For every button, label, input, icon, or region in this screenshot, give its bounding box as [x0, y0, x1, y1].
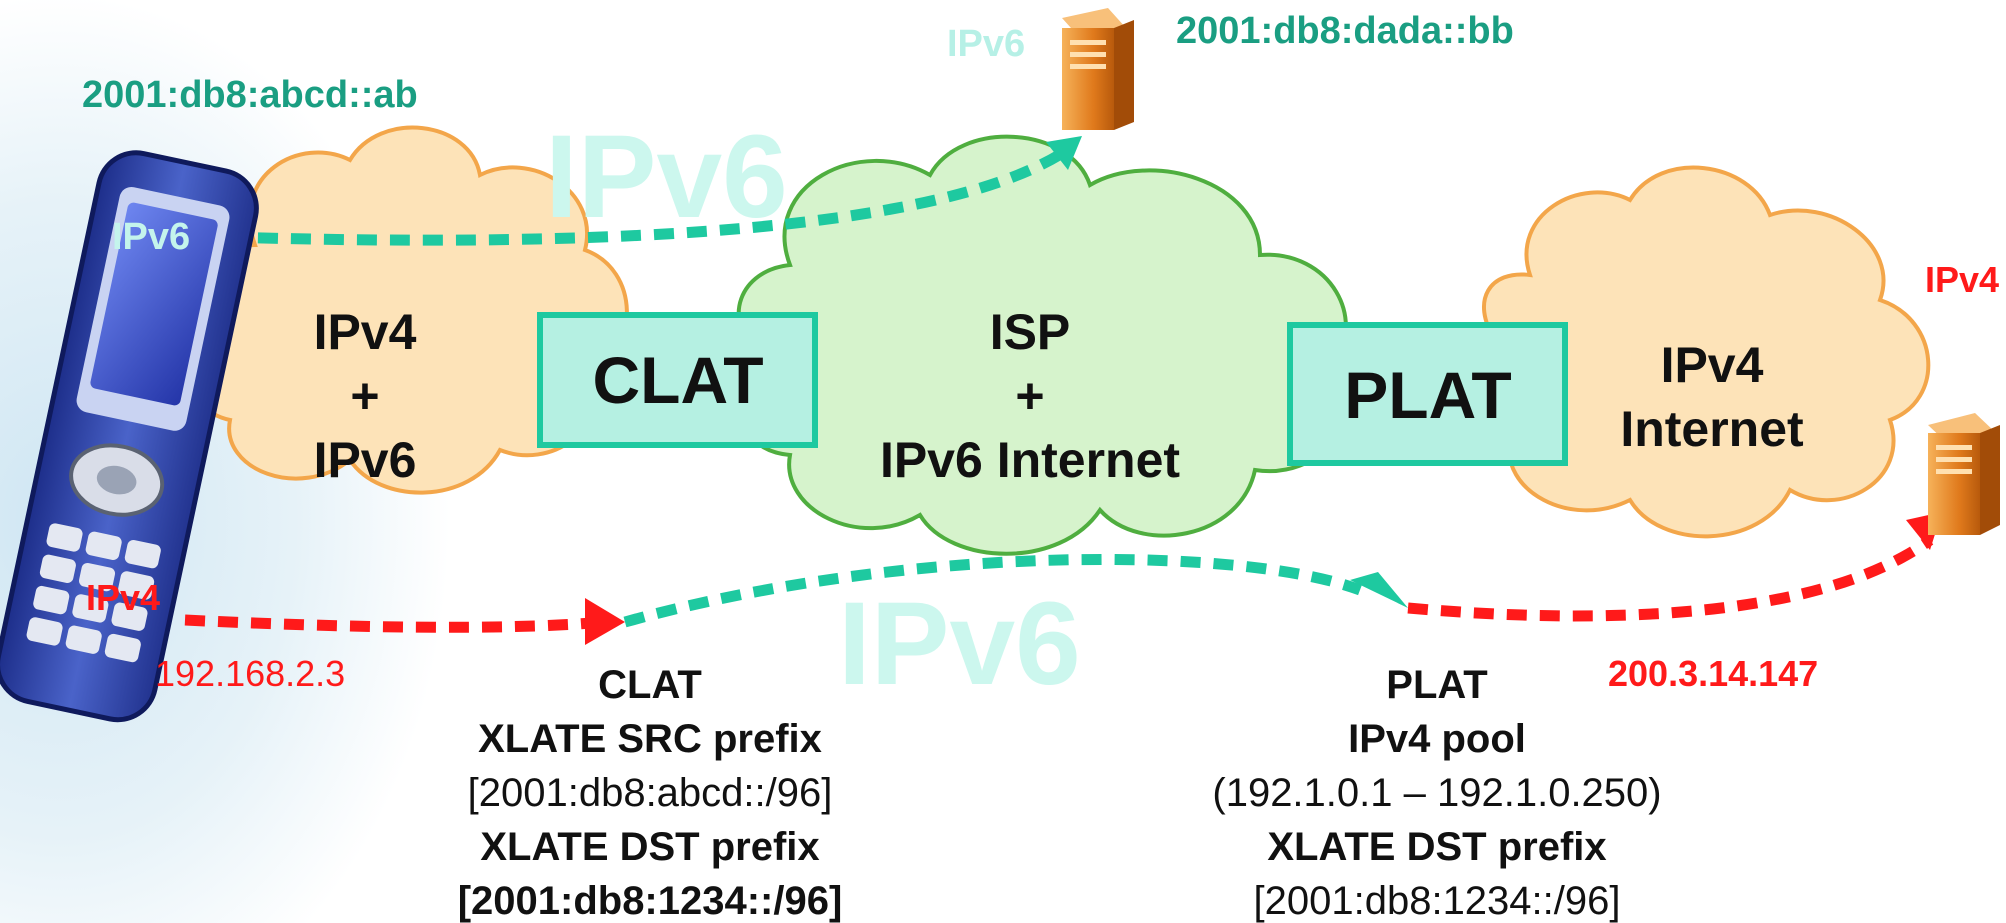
- plat-box-label: PLAT: [1344, 358, 1512, 432]
- internet-cloud-label: IPv4 Internet: [1620, 333, 1803, 461]
- clat-note-dst-heading: XLATE DST prefix: [480, 825, 820, 869]
- plat-note-dst-heading: XLATE DST prefix: [1267, 825, 1607, 869]
- plat-note-title: PLAT: [1386, 663, 1488, 707]
- clat-note-src-heading: XLATE SRC prefix: [478, 717, 822, 761]
- internet-cloud-line-2: Internet: [1620, 401, 1804, 457]
- client-ipv6-address: 2001:db8:abcd::ab: [82, 74, 418, 116]
- server-ipv6-label: IPv6: [947, 23, 1026, 65]
- plat-note-pool-range: (192.1.0.1 – 192.1.0.250): [1212, 771, 1662, 815]
- server-ipv4-label: IPv4: [1925, 259, 2000, 300]
- mobile-phone-icon: [0, 150, 259, 723]
- clat-box-label: CLAT: [592, 343, 764, 417]
- server-ipv6-icon: [1062, 8, 1134, 130]
- clat-note-src-prefix: [2001:db8:abcd::/96]: [467, 771, 833, 815]
- isp-cloud: [734, 134, 1348, 556]
- home-cloud-line-1: IPv4: [313, 304, 417, 360]
- phone-ipv6-label: IPv6: [112, 216, 191, 258]
- server-ipv4-icon: [1928, 413, 2000, 535]
- ipv4-flow-client-to-clat: [184, 598, 625, 645]
- server-ipv4-address: 200.3.14.147: [1608, 653, 1819, 694]
- home-cloud-line-2: +: [350, 368, 380, 424]
- server-ipv6-address: 2001:db8:dada::bb: [1176, 10, 1514, 52]
- clat-note-title: CLAT: [598, 663, 702, 707]
- plat-notes: PLAT IPv4 pool (192.1.0.1 – 192.1.0.250)…: [1212, 658, 1661, 923]
- plat-note-dst-prefix: [2001:db8:1234::/96]: [1253, 879, 1621, 923]
- plat-note-pool-heading: IPv4 pool: [1348, 717, 1526, 761]
- isp-cloud-line-1: ISP: [989, 304, 1071, 360]
- isp-cloud-label: ISP + IPv6 Internet: [880, 300, 1180, 492]
- ipv6-flow-bottom-arrowhead: [1350, 572, 1408, 608]
- clat-box: [537, 312, 818, 448]
- isp-cloud-line-3: IPv6 Internet: [879, 432, 1181, 488]
- home-cloud-label: IPv4 + IPv6: [314, 300, 417, 492]
- internet-cloud-line-1: IPv4: [1660, 337, 1764, 393]
- phone-ipv4-label: IPv4: [86, 577, 161, 618]
- isp-cloud-line-2: +: [1015, 368, 1045, 424]
- ipv6-flow-bottom: [623, 553, 1408, 628]
- clat-notes: CLAT XLATE SRC prefix [2001:db8:abcd::/9…: [458, 658, 843, 923]
- ipv6-flow-top-arrowhead: [1046, 136, 1082, 170]
- ipv6-ghost-label-top: IPv6: [545, 111, 788, 243]
- ipv6-flow-top: [224, 136, 1082, 246]
- ipv6-ghost-label-bottom: IPv6: [838, 578, 1081, 710]
- ipv4-flow-client-arrowhead: [585, 598, 625, 645]
- clat-note-dst-prefix: [2001:db8:1234::/96]: [457, 879, 843, 923]
- home-cloud-line-3: IPv6: [313, 432, 417, 488]
- plat-box: [1287, 322, 1568, 466]
- client-ipv4-address: 192.168.2.3: [155, 653, 346, 694]
